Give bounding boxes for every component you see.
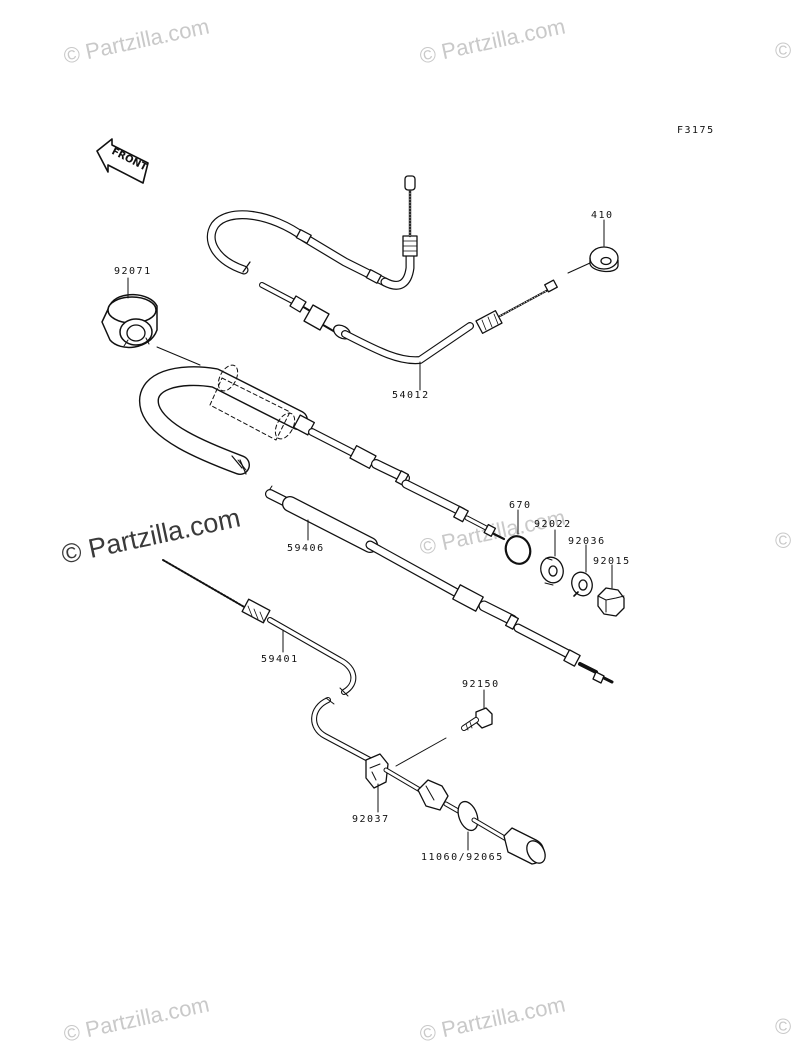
part-92022-washer bbox=[540, 556, 564, 586]
part-label-92036[interactable]: 92036 bbox=[568, 536, 606, 547]
part-label-92015[interactable]: 92015 bbox=[593, 556, 631, 567]
part-92015-nut bbox=[597, 587, 625, 617]
part-label-92071[interactable]: 92071 bbox=[114, 266, 152, 277]
part-410-washer bbox=[589, 246, 619, 273]
part-label-59401[interactable]: 59401 bbox=[261, 654, 299, 665]
watermark-edge: © bbox=[775, 38, 792, 63]
part-92150-bolt bbox=[461, 707, 493, 731]
front-arrow-icon: FRONT bbox=[96, 138, 149, 184]
part-670-oring bbox=[504, 535, 532, 565]
part-92071-bushing bbox=[101, 293, 158, 349]
part-label-92150[interactable]: 92150 bbox=[462, 679, 500, 690]
cable-59406-upper-run bbox=[139, 364, 506, 541]
part-label-410[interactable]: 410 bbox=[591, 210, 614, 221]
part-label-670[interactable]: 670 bbox=[509, 500, 532, 511]
part-label-11060-92065[interactable]: 11060/92065 bbox=[421, 852, 504, 863]
cable-59401 bbox=[162, 559, 546, 865]
part-label-92037[interactable]: 92037 bbox=[352, 814, 390, 825]
cable-54012 bbox=[206, 175, 558, 365]
part-label-59406[interactable]: 59406 bbox=[287, 543, 325, 554]
cable-59406-lower-run bbox=[265, 485, 614, 684]
watermark-edge: © bbox=[775, 528, 792, 553]
part-label-54012[interactable]: 54012 bbox=[392, 390, 430, 401]
part-92036-lockwasher bbox=[571, 571, 593, 597]
watermark-edge: © bbox=[775, 1014, 792, 1039]
figure-code: F3175 bbox=[677, 125, 715, 136]
part-label-92022[interactable]: 92022 bbox=[534, 519, 572, 530]
